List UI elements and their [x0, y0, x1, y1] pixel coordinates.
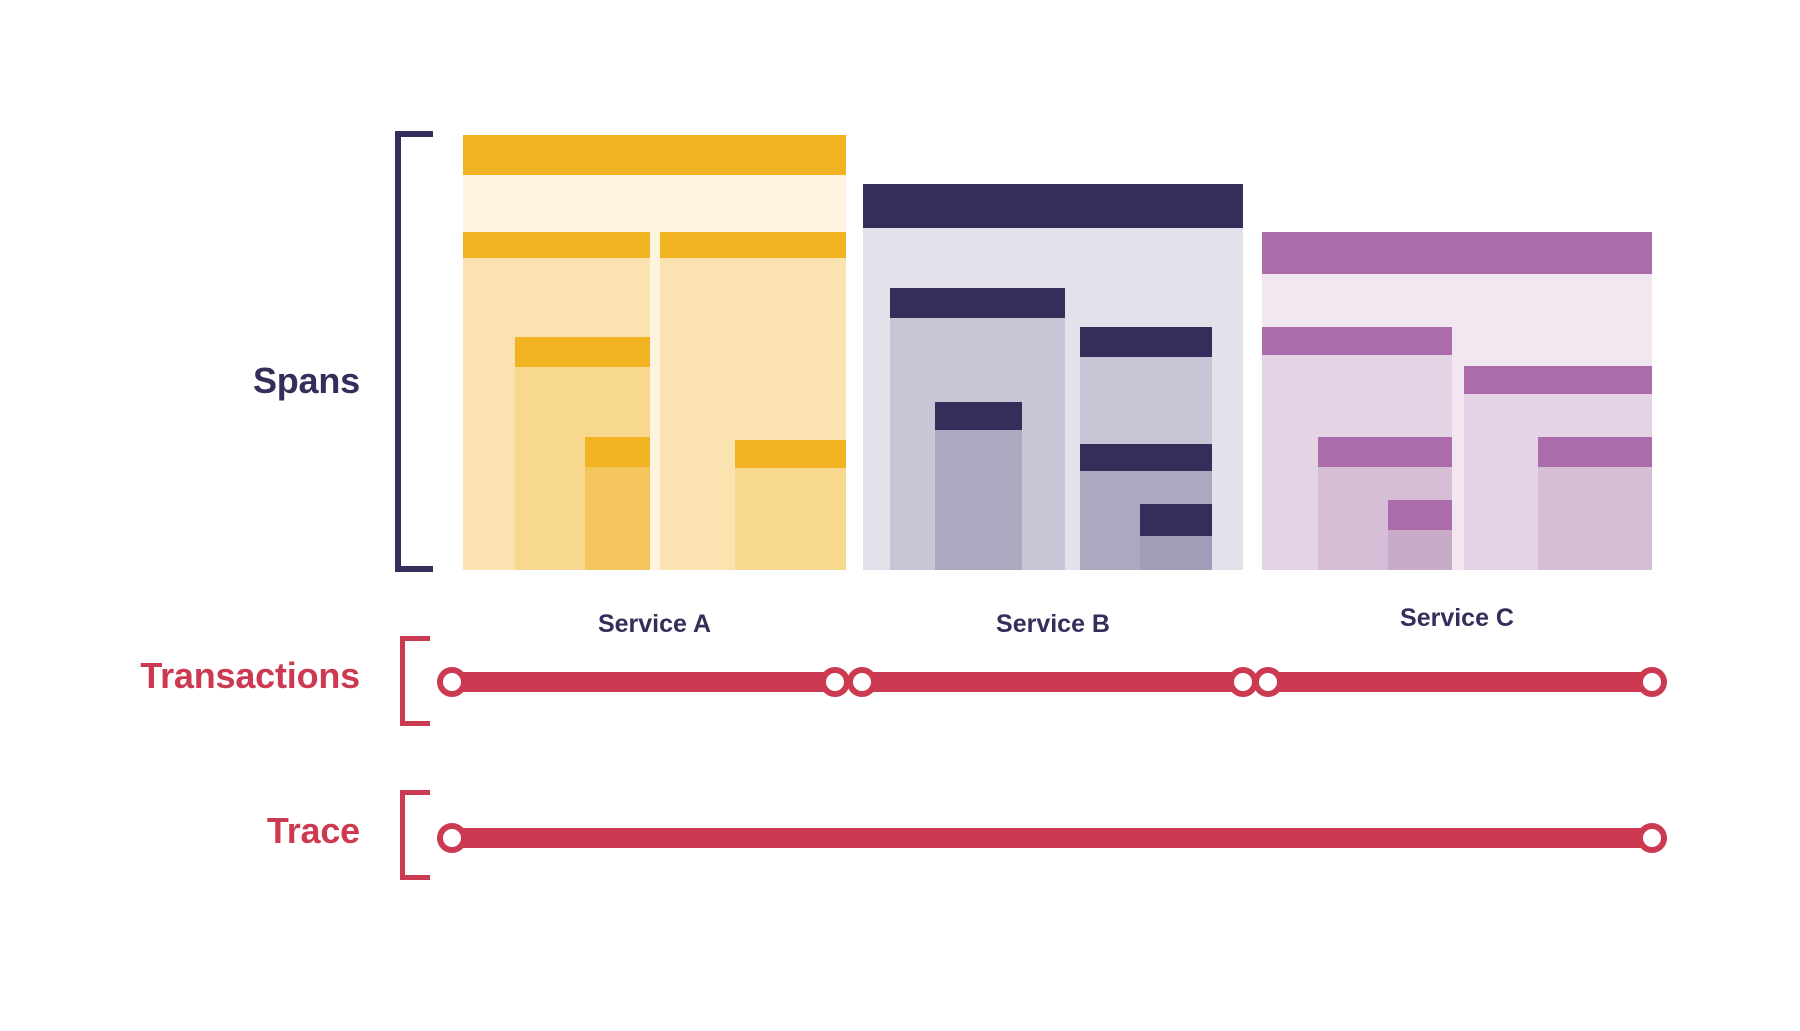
- span-head-bar: [1080, 444, 1212, 471]
- trace-start-node-icon: [437, 823, 467, 853]
- service-caption-service-b: Service B: [996, 610, 1110, 638]
- span-group-service-b: [863, 184, 1243, 570]
- span-head-bar: [1318, 437, 1452, 467]
- trace-end-node-icon: [1637, 823, 1667, 853]
- span-head-bar: [1538, 437, 1652, 467]
- transaction-a-bar: [452, 672, 835, 692]
- span-head-bar: [660, 232, 846, 258]
- transactions-bracket: [400, 636, 430, 726]
- trace-bracket: [400, 790, 430, 880]
- span-head-bar: [863, 184, 1243, 228]
- span-head-bar: [1464, 366, 1652, 394]
- service-captions-layer: Service A Service B Service C: [597, 604, 1514, 638]
- transaction-b-bar: [862, 672, 1243, 692]
- span-group-service-c: [1262, 232, 1652, 570]
- spans-bracket: [395, 131, 433, 572]
- transaction-b-start-node-icon: [847, 667, 877, 697]
- transaction-c-bar: [1268, 672, 1652, 692]
- service-caption-service-c: Service C: [1400, 604, 1514, 632]
- span-head-bar: [1262, 327, 1452, 355]
- transactions-layer: [437, 667, 1667, 697]
- span-bar: [935, 402, 1022, 570]
- row-label-transactions: Transactions: [140, 655, 360, 696]
- row-label-spans: Spans: [252, 360, 360, 401]
- span-head-bar: [1140, 504, 1212, 536]
- spans-layer: [463, 135, 1652, 570]
- trace-bar: [452, 828, 1652, 848]
- span-head-bar: [890, 288, 1065, 318]
- span-head-bar: [1262, 232, 1652, 274]
- trace-layer: [437, 823, 1667, 853]
- span-group-service-a: [463, 135, 846, 570]
- row-label-trace: Trace: [266, 810, 360, 851]
- span-head-bar: [1080, 327, 1212, 357]
- transaction-c-end-node-icon: [1637, 667, 1667, 697]
- transaction-c-start-node-icon: [1253, 667, 1283, 697]
- span-head-bar: [515, 337, 650, 367]
- span-head-bar: [463, 232, 650, 258]
- span-head-bar: [585, 437, 650, 467]
- service-caption-service-a: Service A: [597, 610, 712, 638]
- span-head-bar: [735, 440, 846, 468]
- transaction-a-start-node-icon: [437, 667, 467, 697]
- span-head-bar: [463, 135, 846, 175]
- span-head-bar: [935, 402, 1022, 430]
- span-head-bar: [1388, 500, 1452, 530]
